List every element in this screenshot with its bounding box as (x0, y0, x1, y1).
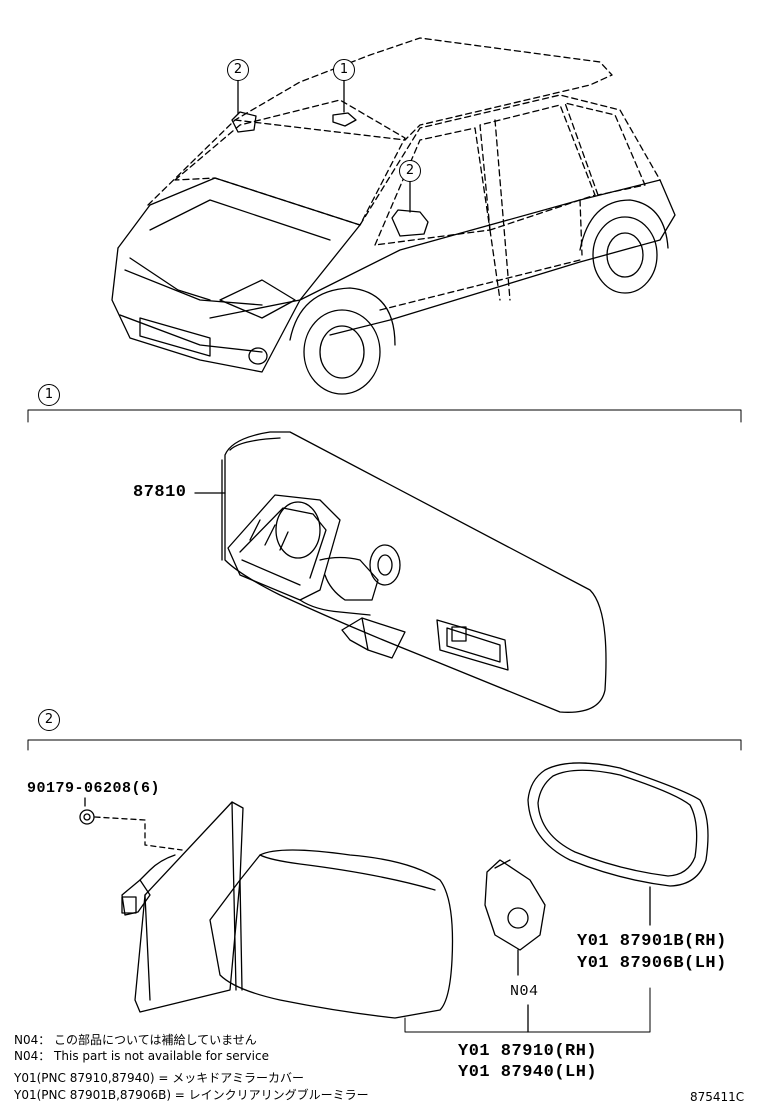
callout-2-right[interactable]: 2 (399, 160, 421, 182)
note-y01-cover: Y01(PNC 87910,87940) = メッキドアミラーカバー (14, 1071, 304, 1085)
section-marker-1: 1 (38, 384, 60, 406)
part-number-mirror-rh[interactable]: Y01 87910(RH) (458, 1042, 598, 1061)
callout-1[interactable]: 1 (333, 59, 355, 81)
part-number-screw[interactable]: 90179-06208(6) (27, 780, 161, 797)
part-number-87810[interactable]: 87810 (133, 483, 187, 502)
diagram-code: 875411C (690, 1090, 745, 1104)
outer-mirror-assembly (79, 762, 709, 1033)
note-n04-jp: N04： この部品については補給していません (14, 1033, 257, 1047)
callout-2-left[interactable]: 2 (227, 59, 249, 81)
part-number-mirror-glass-lh[interactable]: Y01 87906B(LH) (577, 954, 727, 973)
vehicle-illustration (111, 37, 676, 395)
section-marker-2: 2 (38, 709, 60, 731)
section-2-bracket (27, 739, 742, 751)
note-n04-en: N04： This part is not available for serv… (14, 1049, 269, 1063)
part-number-mirror-lh[interactable]: Y01 87940(LH) (458, 1063, 598, 1082)
part-number-mirror-glass-rh[interactable]: Y01 87901B(RH) (577, 932, 727, 951)
section-1-bracket (27, 409, 742, 423)
part-code-n04[interactable]: N04 (510, 983, 539, 1000)
inner-rear-view-mirror-87810 (194, 431, 607, 713)
note-y01-glass: Y01(PNC 87901B,87906B) = レインクリアリングブルーミラー (14, 1088, 369, 1102)
